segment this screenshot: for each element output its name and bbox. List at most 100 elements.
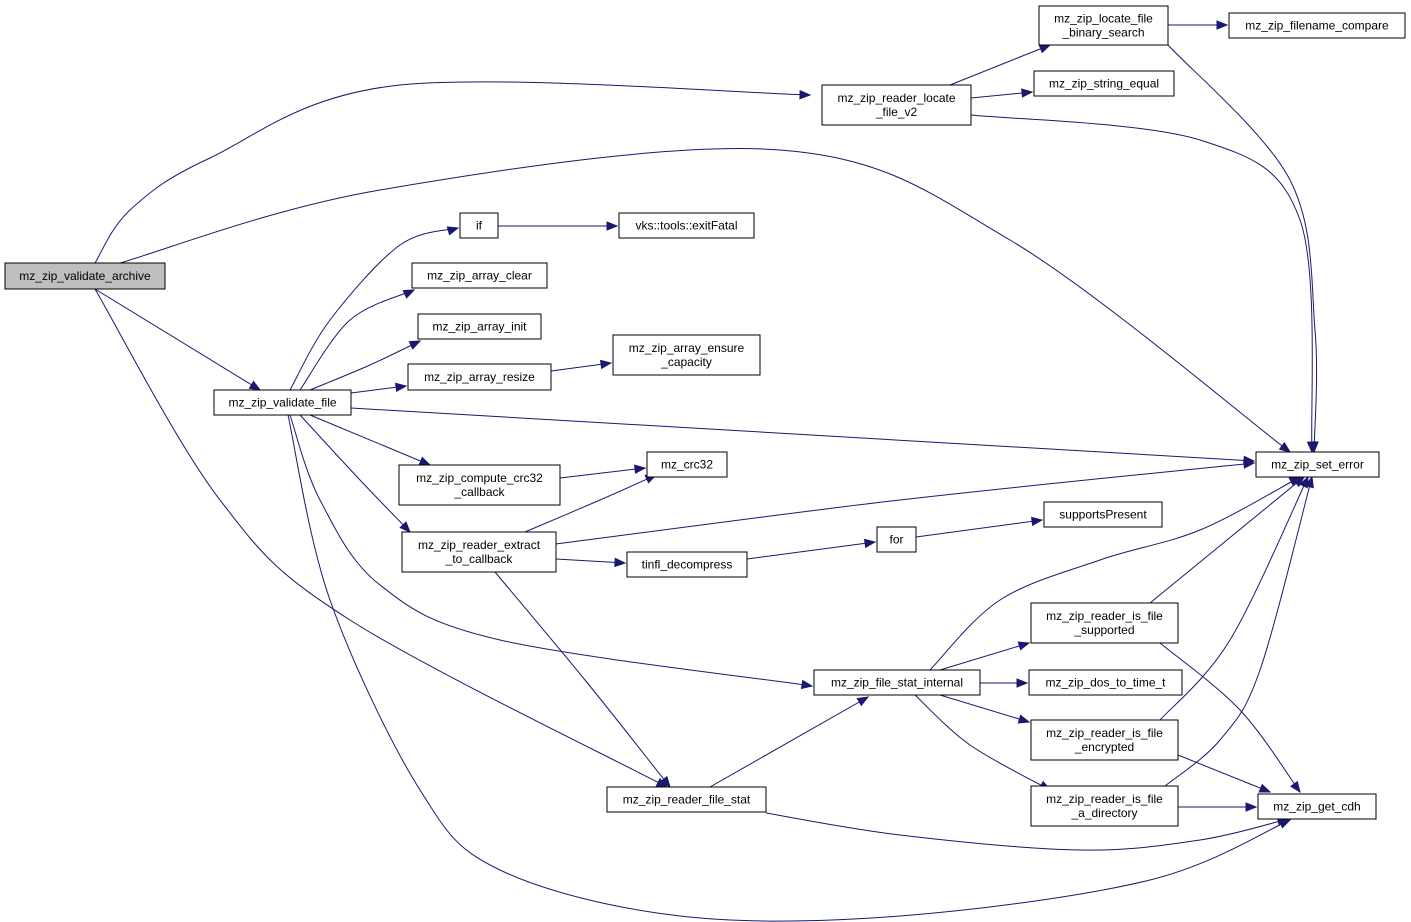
node-supportsPresent[interactable]: supportsPresent: [1043, 501, 1163, 528]
node-label: mz_zip_file_stat_internal: [831, 676, 963, 690]
node-reader_is_file_a_directory[interactable]: mz_zip_reader_is_file_a_directory: [1030, 785, 1179, 827]
node-box[interactable]: [401, 531, 557, 573]
node-reader_is_file_encrypted[interactable]: mz_zip_reader_is_file_encrypted: [1030, 719, 1179, 761]
node-box[interactable]: [813, 669, 981, 696]
node-box[interactable]: [1043, 501, 1163, 528]
edge-line: [494, 571, 671, 788]
node-box[interactable]: [213, 389, 352, 416]
node-reader_is_file_supported[interactable]: mz_zip_reader_is_file_supported: [1030, 602, 1179, 644]
edge-line: [559, 467, 646, 479]
node-box[interactable]: [1030, 785, 1179, 827]
node-for[interactable]: for: [876, 526, 917, 553]
edge-if-to-exitFatal: [498, 221, 619, 231]
arrowhead: [1216, 20, 1229, 30]
node-reader_extract_to_callback[interactable]: mz_zip_reader_extract_to_callback: [401, 531, 557, 573]
edge-line: [970, 114, 1313, 453]
node-label: if: [476, 219, 483, 233]
node-label: vks::tools::exitFatal: [635, 219, 737, 233]
node-crc32[interactable]: mz_crc32: [646, 451, 728, 478]
node-set_error[interactable]: mz_zip_set_error: [1255, 451, 1380, 478]
edge-line: [746, 541, 876, 560]
edge-reader_locate_file_v2-to-string_equal: [970, 88, 1034, 99]
edge-validate_file-to-array_init: [309, 340, 422, 391]
node-box[interactable]: [1257, 793, 1377, 820]
arrowhead: [1309, 441, 1319, 454]
edge-file_stat_internal-to-reader_is_file_encrypted: [939, 694, 1031, 724]
edge-for-to-supportsPresent: [915, 516, 1044, 538]
edge-line: [299, 289, 415, 391]
node-box[interactable]: [411, 262, 548, 289]
node-box[interactable]: [1038, 5, 1169, 46]
node-box[interactable]: [417, 313, 542, 340]
node-file_stat_internal[interactable]: mz_zip_file_stat_internal: [813, 669, 981, 696]
node-compute_crc32_callback[interactable]: mz_zip_compute_crc32_callback: [398, 464, 561, 506]
edge-validate_archive-to-validate_file: [94, 288, 262, 391]
node-dos_to_time_t[interactable]: mz_zip_dos_to_time_t: [1028, 669, 1183, 696]
node-box[interactable]: [398, 464, 561, 506]
node-get_cdh[interactable]: mz_zip_get_cdh: [1257, 793, 1377, 820]
node-box[interactable]: [1255, 451, 1380, 478]
node-reader_file_stat[interactable]: mz_zip_reader_file_stat: [606, 786, 767, 813]
arrowhead: [446, 226, 460, 236]
node-string_equal[interactable]: mz_zip_string_equal: [1033, 70, 1175, 97]
node-array_ensure_capacity[interactable]: mz_zip_array_ensure_capacity: [612, 334, 761, 376]
node-box[interactable]: [1030, 719, 1179, 761]
arrowhead: [600, 359, 613, 370]
node-box[interactable]: [1033, 70, 1175, 97]
node-label: _file_v2: [875, 105, 918, 119]
node-box[interactable]: [407, 363, 552, 391]
node-reader_locate_file_v2[interactable]: mz_zip_reader_locate_file_v2: [821, 84, 972, 126]
node-label: tinfl_decompress: [642, 558, 733, 572]
node-array_clear[interactable]: mz_zip_array_clear: [411, 262, 548, 289]
node-filename_compare[interactable]: mz_zip_filename_compare: [1228, 12, 1406, 39]
edge-line: [289, 414, 813, 687]
node-label: mz_zip_get_cdh: [1273, 800, 1360, 814]
edge-file_stat_internal-to-reader_is_file_a_directory: [914, 694, 1052, 791]
node-label: mz_zip_compute_crc32: [416, 471, 543, 485]
node-exitFatal[interactable]: vks::tools::exitFatal: [618, 212, 755, 239]
node-array_resize[interactable]: mz_zip_array_resize: [407, 363, 552, 391]
node-locate_file_binary_search[interactable]: mz_zip_locate_file_binary_search: [1038, 5, 1169, 46]
node-box[interactable]: [612, 334, 761, 376]
edge-line: [94, 288, 668, 788]
edge-reader_is_file_a_directory-to-get_cdh: [1178, 802, 1258, 812]
node-box[interactable]: [459, 212, 499, 239]
node-validate_archive[interactable]: mz_zip_validate_archive: [4, 262, 166, 290]
edge-file_stat_internal-to-dos_to_time_t: [980, 678, 1029, 688]
node-box[interactable]: [1028, 669, 1183, 696]
node-box[interactable]: [606, 786, 767, 813]
node-label: _capacity: [660, 355, 712, 369]
node-box[interactable]: [618, 212, 755, 239]
node-box[interactable]: [4, 262, 166, 290]
edge-line: [1167, 44, 1318, 453]
node-box[interactable]: [1228, 12, 1406, 39]
node-label: _to_callback: [445, 552, 514, 566]
edge-line: [1149, 476, 1305, 604]
edge-tinfl_decompress-to-for: [746, 538, 877, 560]
node-if[interactable]: if: [459, 212, 499, 239]
edge-locate_file_binary_search-to-filename_compare: [1168, 20, 1229, 30]
arrowhead: [1292, 476, 1306, 488]
edge-validate_archive-to-reader_locate_file_v2: [94, 81, 812, 264]
node-tinfl_decompress[interactable]: tinfl_decompress: [626, 551, 748, 578]
edge-line: [309, 414, 431, 466]
edge-line: [94, 81, 811, 264]
edge-validate_file-to-compute_crc32_callback: [309, 414, 432, 466]
node-label: for: [889, 533, 903, 547]
node-validate_file[interactable]: mz_zip_validate_file: [213, 389, 352, 416]
node-box[interactable]: [821, 84, 972, 126]
node-box[interactable]: [646, 451, 728, 478]
node-label: mz_zip_array_init: [432, 320, 527, 334]
node-box[interactable]: [876, 526, 917, 553]
arrowhead: [395, 382, 408, 392]
node-box[interactable]: [1030, 602, 1179, 644]
edge-reader_file_stat-to-get_cdh: [765, 812, 1290, 851]
edge-reader_file_stat-to-file_stat_internal: [709, 696, 870, 788]
edge-line: [929, 476, 1301, 671]
arrowhead: [1017, 714, 1031, 724]
node-array_init[interactable]: mz_zip_array_init: [417, 313, 542, 340]
edge-validate_file-to-set_error: [350, 407, 1256, 466]
edge-validate_file-to-reader_extract_to_callback: [299, 414, 411, 533]
node-label: supportsPresent: [1059, 508, 1147, 522]
node-box[interactable]: [626, 551, 748, 578]
